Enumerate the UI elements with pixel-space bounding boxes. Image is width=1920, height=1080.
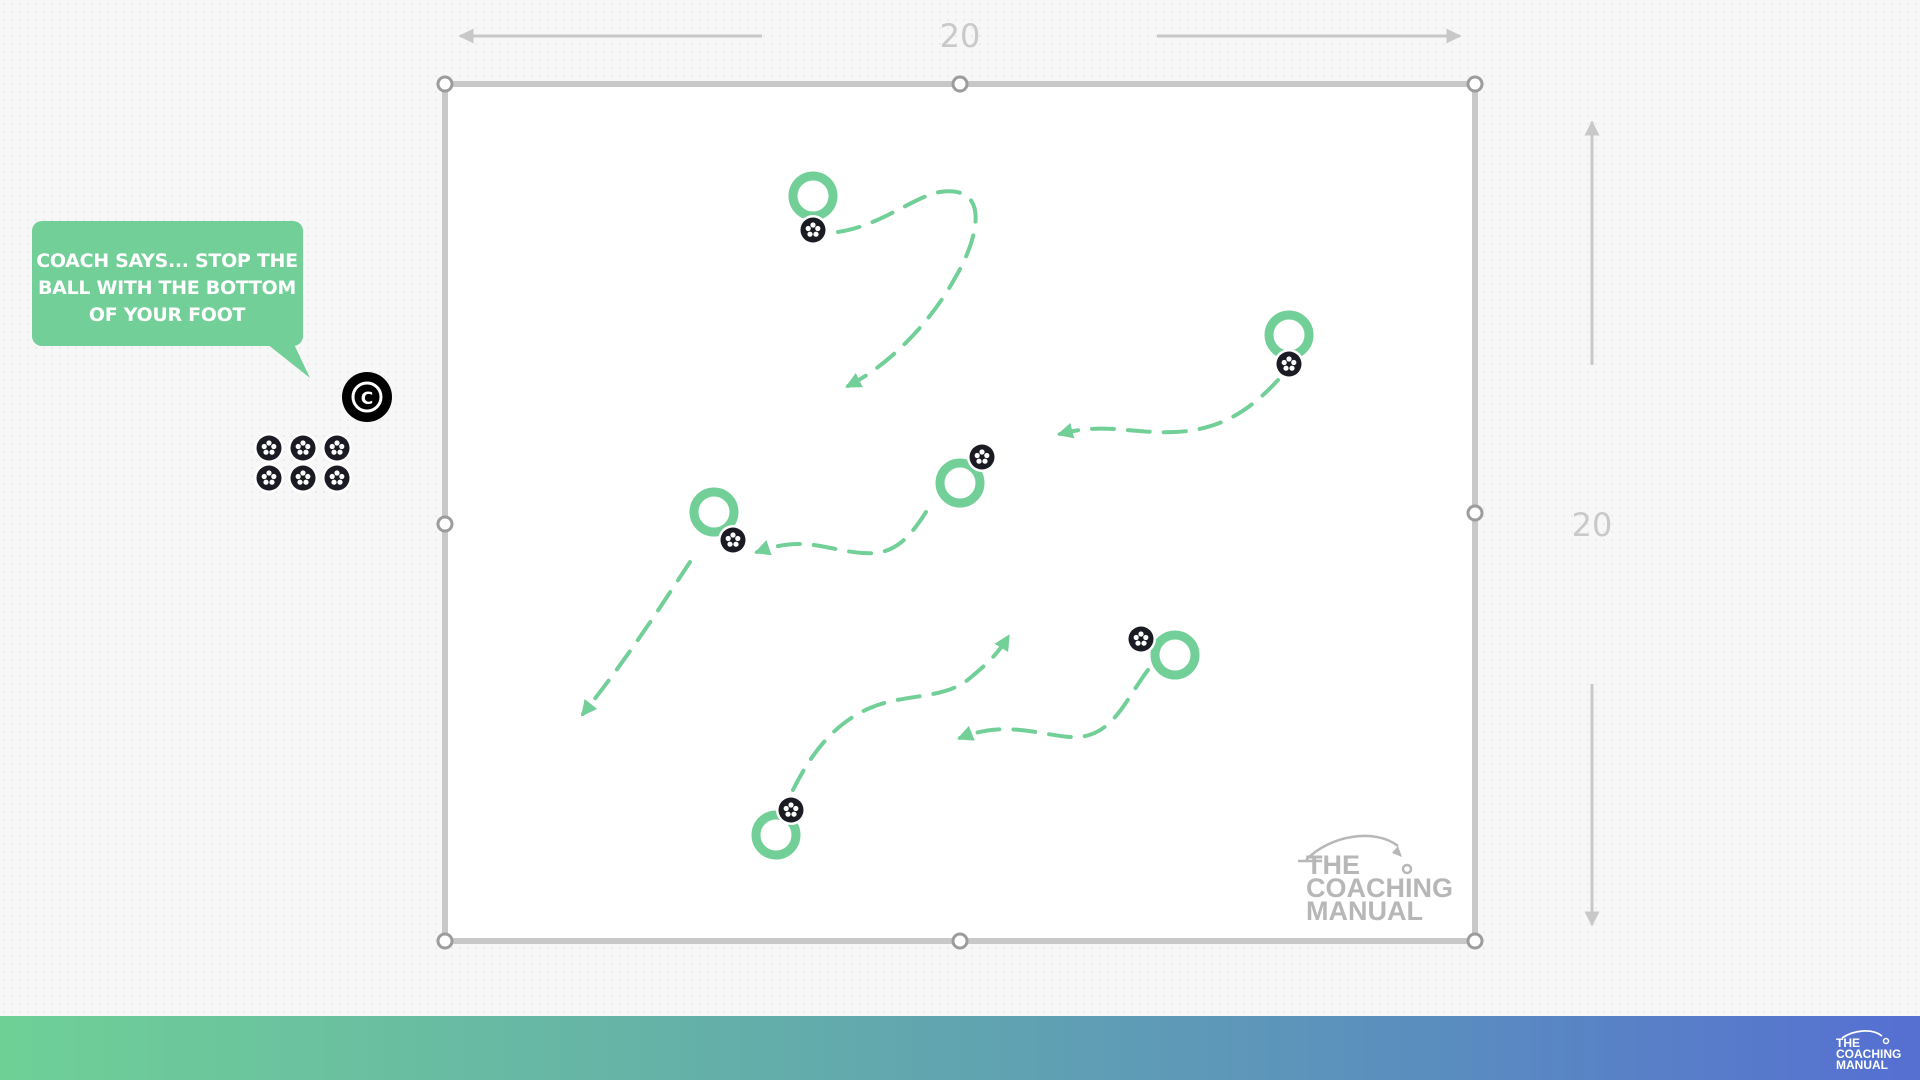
footer-logo-ball-icon (1882, 1037, 1890, 1045)
dribble-paths (581, 189, 1280, 792)
bubble-line-2: BALL WITH THE BOTTOM (38, 277, 296, 299)
coach-speech-bubble: COACH SAYS... STOP THE BALL WITH THE BOT… (32, 221, 310, 378)
player-ring-icon (751, 810, 801, 860)
soccer-ball-icon (288, 463, 318, 493)
corner-marker-icon (436, 515, 454, 533)
footer-logo-line-3: MANUAL (1836, 1058, 1888, 1072)
logo-line-3: MANUAL (1306, 896, 1423, 926)
ball-stack (254, 433, 352, 493)
corner-marker-icon (951, 75, 969, 93)
corner-marker-icon (1466, 932, 1484, 950)
soccer-ball-icon (1274, 349, 1304, 379)
soccer-ball-icon (1126, 624, 1156, 654)
width-label: 20 (940, 17, 981, 55)
footer-logo-swoosh (1841, 1030, 1883, 1039)
player-ring-icon (1150, 630, 1200, 680)
pitch-boundary (442, 81, 1478, 944)
footer-logo-line-2: COACHING (1836, 1047, 1901, 1061)
dribble-path (957, 668, 1150, 741)
logo-ball-icon (1401, 863, 1413, 875)
logo-line-1: THE (1306, 850, 1360, 880)
corner-marker-icon (436, 932, 454, 950)
soccer-ball-icon (718, 525, 748, 555)
logo-swoosh (1305, 834, 1399, 861)
dribble-path (1056, 378, 1280, 439)
dribble-path (753, 510, 928, 556)
footer-logo: THE COACHING MANUAL (1836, 1030, 1901, 1072)
dribble-path (581, 560, 692, 717)
player-ring-icon (935, 458, 985, 508)
footer-gradient-bar: THE COACHING MANUAL (0, 1016, 1920, 1080)
soccer-ball-icon (254, 433, 284, 463)
soccer-ball-icon (322, 463, 352, 493)
corner-marker-icon (1466, 75, 1484, 93)
corner-marker-icon (436, 75, 454, 93)
bubble-tail (262, 340, 310, 378)
bubble-line-3: OF YOUR FOOT (89, 304, 246, 326)
pitch-area (436, 75, 1484, 950)
bubble-body (32, 221, 303, 346)
bubble-line-1: COACH SAYS... STOP THE (36, 250, 298, 272)
dribble-path (836, 189, 978, 388)
dribble-path (791, 634, 1010, 792)
width-dimension: 20 (458, 17, 1462, 55)
height-dimension: 20 (1572, 120, 1613, 927)
player-ring-icon (689, 487, 739, 537)
coach-symbol: C (361, 389, 373, 409)
soccer-ball-icon (776, 795, 806, 825)
players (689, 171, 1314, 860)
coach-icon: C (342, 372, 392, 422)
soccer-ball-icon (288, 433, 318, 463)
coaching-manual-logo: THE COACHING MANUAL (1298, 834, 1453, 926)
height-label: 20 (1572, 506, 1613, 544)
corner-marker-icon (951, 932, 969, 950)
footer-logo-line-1: THE (1836, 1036, 1860, 1050)
soccer-ball-icon (254, 463, 284, 493)
soccer-ball-icon (322, 433, 352, 463)
logo-line-2: COACHING (1306, 873, 1453, 903)
corner-marker-icon (1466, 504, 1484, 522)
soccer-ball-icon (798, 215, 828, 245)
logo-arrow-icon (1392, 846, 1402, 857)
soccer-ball-icon (967, 442, 997, 472)
